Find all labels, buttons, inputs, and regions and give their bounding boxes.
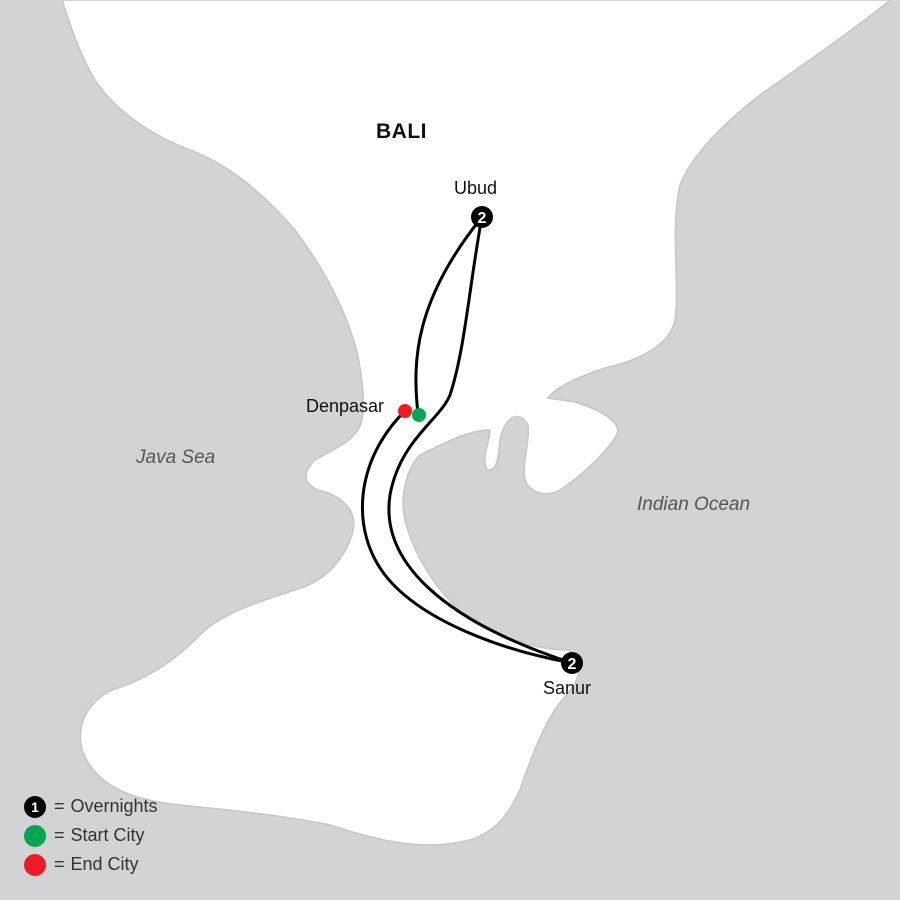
city-label-ubud: Ubud: [454, 178, 498, 198]
map-legend: 1 = Overnights = Start City = End City: [24, 792, 158, 879]
red-dot-icon: [24, 853, 46, 876]
green-dot-icon: [24, 824, 46, 847]
legend-item-end-city: = End City: [24, 850, 158, 879]
legend-equals: =: [54, 825, 65, 845]
legend-equals: =: [54, 796, 65, 816]
route-lines: [361, 215, 574, 665]
region-label: BALI: [376, 120, 427, 143]
java-sea-label: Java Sea: [136, 447, 216, 468]
city-label-sanur: Sanur: [543, 678, 592, 698]
legend-item-overnights: 1 = Overnights: [24, 792, 158, 821]
sanur-overnight-marker: 2: [561, 652, 583, 674]
sanur-overnight-count: 2: [568, 656, 577, 673]
ubud-overnight-marker: 2: [471, 206, 493, 228]
ubud-overnight-count: 2: [478, 210, 487, 227]
route-denpasar-ubud: [414, 215, 484, 416]
legend-item-start-city: = Start City: [24, 821, 158, 850]
legend-label: Start City: [70, 825, 145, 845]
legend-label: Overnights: [70, 796, 158, 816]
route-ubud-sanur: [387, 215, 574, 665]
bali-landmass: [61, 0, 892, 846]
denpasar-start-marker: [412, 408, 426, 422]
denpasar-end-marker: [398, 404, 412, 418]
indian-ocean-label: Indian Ocean: [637, 494, 751, 515]
legend-label: End City: [70, 854, 139, 874]
legend-equals: =: [54, 854, 65, 874]
overnight-number-icon: 1: [24, 795, 46, 818]
city-label-denpasar: Denpasar: [306, 396, 385, 416]
route-sanur-denpasar: [361, 409, 574, 665]
